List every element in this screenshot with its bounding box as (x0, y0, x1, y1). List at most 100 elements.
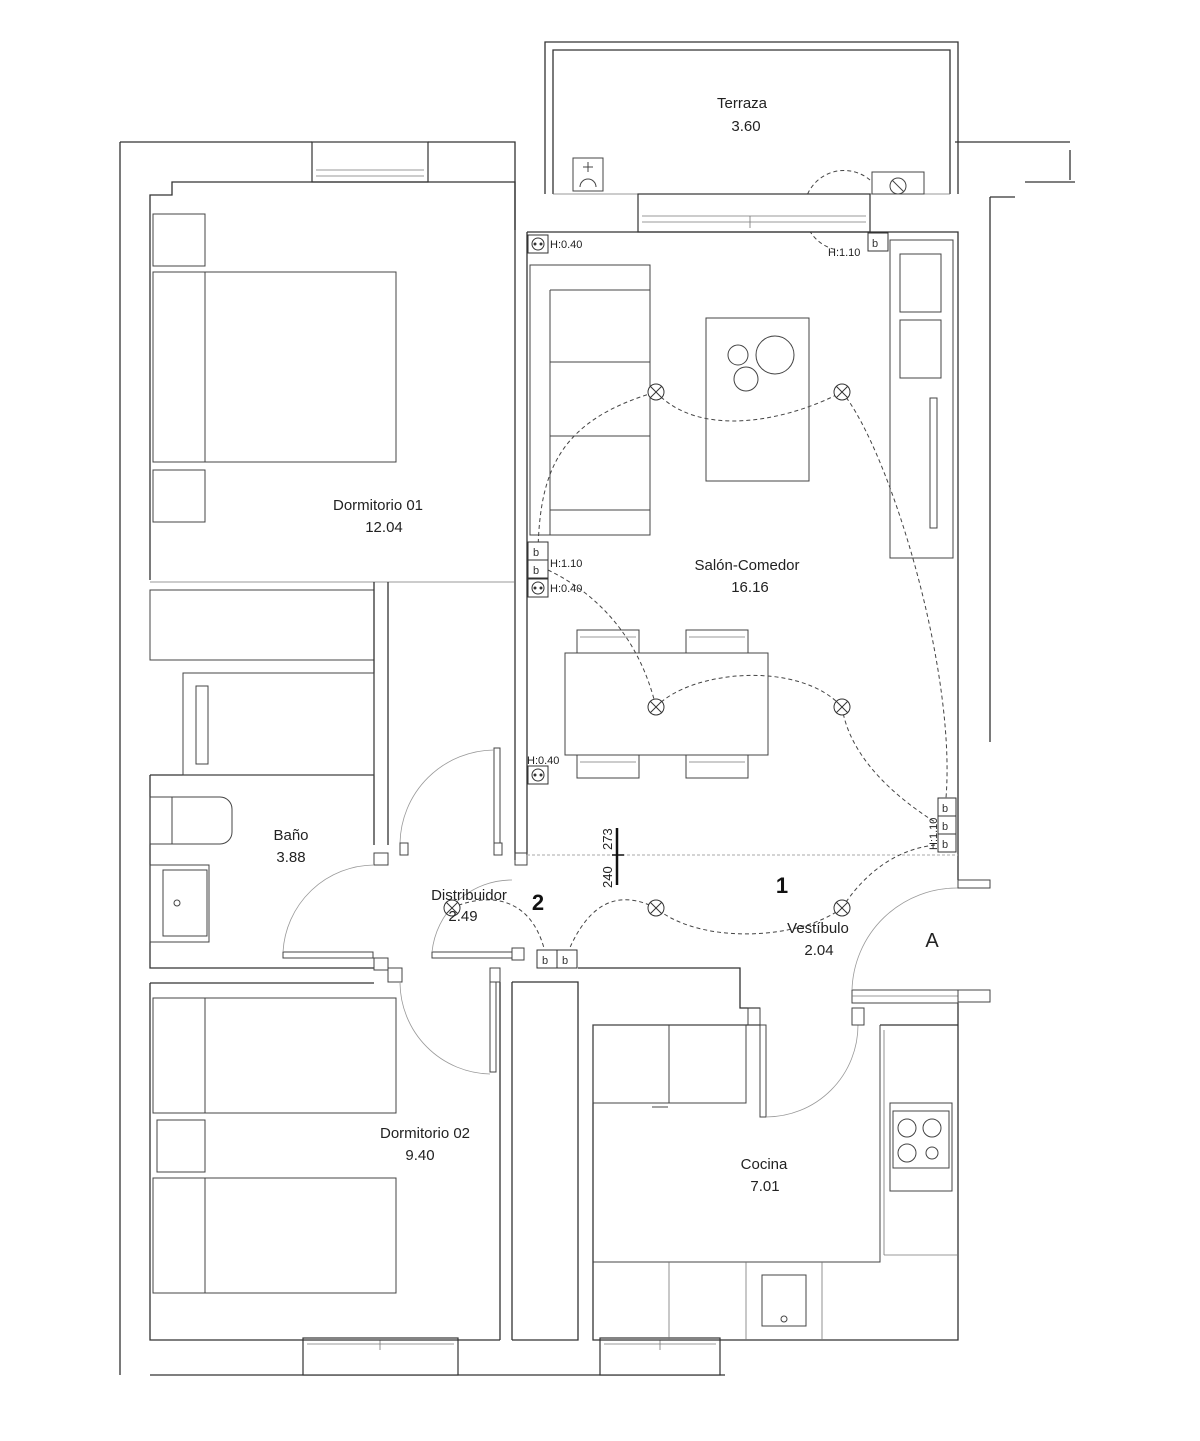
bathtub-icon (182, 672, 375, 776)
window-dormitorio01 (311, 141, 429, 183)
distribuidor-name: Distribuidor (431, 887, 507, 904)
windows (302, 141, 871, 1376)
door-leaf (282, 951, 374, 959)
circuit-wire (567, 899, 657, 953)
dormitorio01-name: Dormitorio 01 (333, 497, 423, 514)
door-swing (399, 749, 495, 844)
dormitorio01-room: Dormitorio 01 12.04 (149, 181, 516, 860)
terraza-area: 3.60 (731, 118, 760, 135)
switch-icon: b (527, 559, 549, 579)
bano-room: Baño 3.88 (149, 672, 375, 943)
ceiling-light-icon (647, 383, 665, 401)
chair-icon (685, 629, 749, 654)
socket-icon (527, 234, 549, 254)
single-bed-icon (152, 997, 397, 1114)
height-label: H:1.10 (550, 558, 582, 570)
switch-icon: b (556, 949, 578, 969)
chair-icon (576, 629, 640, 654)
cocina-room: Cocina 7.01 (592, 1024, 958, 1340)
height-label: H:0.40 (527, 755, 559, 767)
circuit-wire (451, 899, 546, 953)
bano-area: 3.88 (276, 849, 305, 866)
nightstand-icon (152, 469, 206, 523)
chair-icon (685, 754, 749, 779)
ceiling-dimension: 273 240 (600, 828, 624, 888)
cocina-area: 7.01 (750, 1178, 779, 1195)
nightstand-icon (152, 213, 206, 267)
door-leaf (431, 951, 513, 959)
salon-room: Salón-Comedor 16.16 (529, 239, 954, 779)
svg-text:b: b (533, 565, 539, 577)
switch-icon: b (937, 797, 957, 817)
dining-table-icon (564, 652, 769, 756)
wardrobe-icon (149, 589, 375, 661)
ceiling-light-icon (647, 698, 665, 716)
height-label: H:0.40 (550, 583, 582, 595)
dimension-240: 240 (600, 866, 615, 888)
switch-icon: b (536, 949, 558, 969)
light-points (443, 383, 851, 917)
electrical-points: b b b b b b b b (527, 232, 957, 969)
entrance-marker: A (925, 930, 939, 952)
switch-icon: b (937, 815, 957, 835)
circuit-wire (655, 674, 843, 708)
circuit-wire (547, 569, 657, 708)
svg-text:b: b (533, 547, 539, 559)
exterior-walls (119, 141, 1075, 1376)
ceiling-light-icon (647, 899, 665, 917)
window-salon (637, 193, 871, 233)
switch-icon: b (867, 232, 889, 252)
vestibulo-name: Vestíbulo (787, 920, 849, 937)
height-label: H:1.10 (828, 247, 860, 259)
circuit-wire (841, 706, 936, 823)
svg-text:b: b (542, 955, 548, 967)
svg-text:b: b (562, 955, 568, 967)
svg-text:b: b (942, 821, 948, 833)
door-swing (282, 864, 375, 953)
terraza-area: Terraza 3.60 (544, 41, 959, 251)
cooktop-icon (889, 1102, 953, 1192)
nightstand-icon (156, 1119, 206, 1173)
washbasin-terrace-icon (572, 157, 604, 192)
circuit-wire (537, 391, 657, 551)
dormitorio02-area: 9.40 (405, 1147, 434, 1164)
ceiling-light-icon (443, 899, 461, 917)
vestibulo-area: 2.04 (804, 942, 833, 959)
boiler-icon (871, 171, 925, 195)
tv-unit-icon (889, 239, 954, 559)
circuit-wire (841, 391, 948, 809)
circuit-wire (655, 391, 843, 422)
socket-icon (527, 765, 549, 785)
door-leaf (493, 747, 501, 844)
dormitorio02-name: Dormitorio 02 (380, 1125, 470, 1142)
entrance-door-leaf (851, 989, 959, 1004)
cocina-name: Cocina (741, 1156, 788, 1173)
switch-icon: b (527, 541, 549, 561)
switch-icon: b (937, 833, 957, 853)
chair-icon (576, 754, 640, 779)
socket-icon (527, 578, 549, 598)
entrance-door-swing (851, 887, 959, 991)
svg-text:b: b (872, 238, 878, 250)
circuit-marker-1: 1 (776, 873, 788, 898)
oven-icon (761, 1274, 807, 1327)
single-bed-icon (152, 1177, 397, 1294)
window-dormitorio02 (302, 1337, 459, 1376)
washbasin-icon (149, 864, 210, 943)
double-bed-icon (152, 271, 397, 463)
ceiling-light-icon (833, 698, 851, 716)
sofa-icon (529, 264, 651, 536)
door-leaf (489, 981, 497, 1073)
circuit-marker-2: 2 (532, 890, 544, 915)
dormitorio02-room: Dormitorio 02 9.40 (152, 997, 470, 1294)
height-label: H:0.40 (550, 239, 582, 251)
dimension-273: 273 (600, 828, 615, 850)
ceiling-light-icon (833, 899, 851, 917)
svg-text:b: b (942, 803, 948, 815)
lighting-circuits (451, 391, 948, 953)
height-label: H:1.10 (928, 818, 940, 850)
coffee-table-icon (705, 317, 810, 482)
salon-area: 16.16 (731, 579, 769, 596)
door-swing (431, 879, 513, 953)
